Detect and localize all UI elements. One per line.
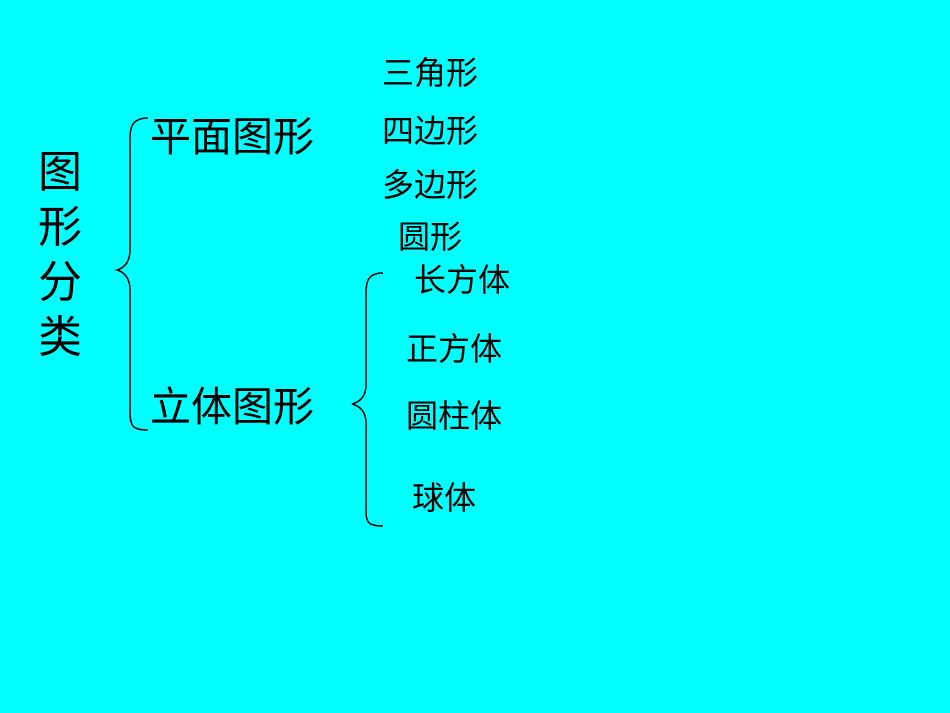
root-brace <box>114 117 149 431</box>
solid-figures-label: 立体图形 <box>150 383 314 431</box>
plane-figures-label: 平面图形 <box>150 113 314 161</box>
solid-item-cylinder: 圆柱体 <box>406 397 503 435</box>
plane-item-triangle: 三角形 <box>382 54 479 92</box>
solid-item-cuboid: 长方体 <box>414 261 511 299</box>
plane-item-quadrilateral: 四边形 <box>382 112 479 150</box>
plane-item-polygon: 多边形 <box>382 166 479 204</box>
solid-brace <box>351 272 384 527</box>
solid-item-cube: 正方体 <box>406 330 503 368</box>
solid-item-sphere: 球体 <box>412 479 477 517</box>
plane-item-circle: 圆形 <box>398 218 463 256</box>
root-label: 图形分类 <box>38 147 82 363</box>
